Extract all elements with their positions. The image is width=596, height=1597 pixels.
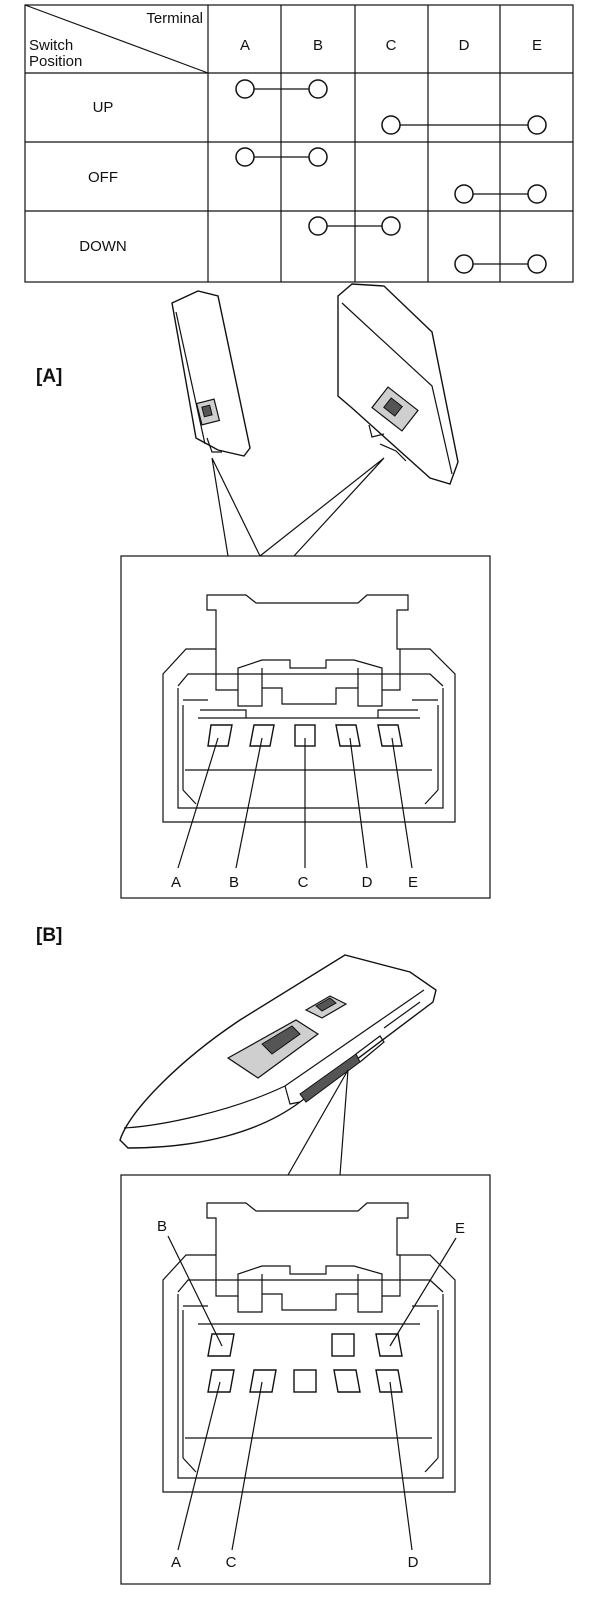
connector-b [162, 1202, 456, 1493]
pin-label-c: C [226, 1554, 237, 1571]
pin-label-a: A [171, 874, 181, 891]
pins-b [207, 1333, 403, 1393]
large-switch-illustration [337, 283, 459, 485]
pin-label-e: E [455, 1220, 465, 1237]
pin-leader-lines-b [167, 1235, 457, 1551]
pin-b [249, 724, 275, 747]
pin-label-b: B [229, 874, 239, 891]
callout-lines-b [287, 1069, 349, 1176]
figure-a-label: [A] [36, 366, 62, 387]
callout-lines [211, 457, 385, 557]
pin-e-upper-right [375, 1333, 403, 1357]
pins-a [207, 724, 403, 747]
terminal-dot [454, 254, 474, 274]
pin-label-d: D [362, 874, 373, 891]
terminal-dot [308, 216, 328, 236]
continuity-table: Terminal Switch Position A B C D E UP OF… [24, 4, 574, 283]
pin-a-lower [207, 1369, 235, 1393]
terminal-header-c: C [386, 37, 397, 54]
header-terminal-label: Terminal [146, 10, 203, 27]
pin-label-e: E [408, 874, 418, 891]
terminal-header-e: E [532, 37, 542, 54]
pin-lower-empty-1 [293, 1369, 317, 1393]
door-switch-panel-illustration [119, 954, 437, 1149]
pin-e [377, 724, 403, 747]
terminal-dot [308, 147, 328, 167]
figure-b-label: [B] [36, 925, 62, 946]
pin-c-lower [249, 1369, 277, 1393]
terminal-dot [381, 115, 401, 135]
pin-d [335, 724, 361, 747]
pin-label-a: A [171, 1554, 181, 1571]
terminal-dot [381, 216, 401, 236]
connector-a [162, 594, 456, 823]
pin-d-lower [375, 1369, 403, 1393]
table-border [24, 4, 574, 283]
pin-label-c: C [298, 874, 309, 891]
pin-label-d: D [408, 1554, 419, 1571]
terminal-dot [235, 147, 255, 167]
terminal-header-b: B [313, 37, 323, 54]
terminal-dot [308, 79, 328, 99]
row-label-off: OFF [88, 169, 118, 186]
terminal-dot [454, 184, 474, 204]
pin-a [207, 724, 233, 747]
header-position-label: Position [29, 53, 82, 70]
figure-a: [A] [36, 283, 491, 899]
row-label-up: UP [93, 99, 114, 116]
terminal-dot [527, 184, 547, 204]
pin-lower-empty-2 [333, 1369, 361, 1393]
small-switch-illustration [171, 290, 251, 457]
terminal-header-d: D [459, 37, 470, 54]
terminal-dot [235, 79, 255, 99]
pin-label-b: B [157, 1218, 167, 1235]
header-switch-label: Switch [29, 37, 73, 54]
terminal-dot [527, 254, 547, 274]
pin-leader-lines [177, 737, 413, 869]
terminal-dot [527, 115, 547, 135]
row-label-down: DOWN [79, 238, 127, 255]
pin-upper-empty [331, 1333, 355, 1357]
header-diagonal [24, 4, 209, 74]
connector-detail-box [120, 555, 491, 899]
connector-detail-box-b [120, 1174, 491, 1585]
figure-b: [B] [36, 925, 491, 1585]
terminal-header-a: A [240, 37, 250, 54]
